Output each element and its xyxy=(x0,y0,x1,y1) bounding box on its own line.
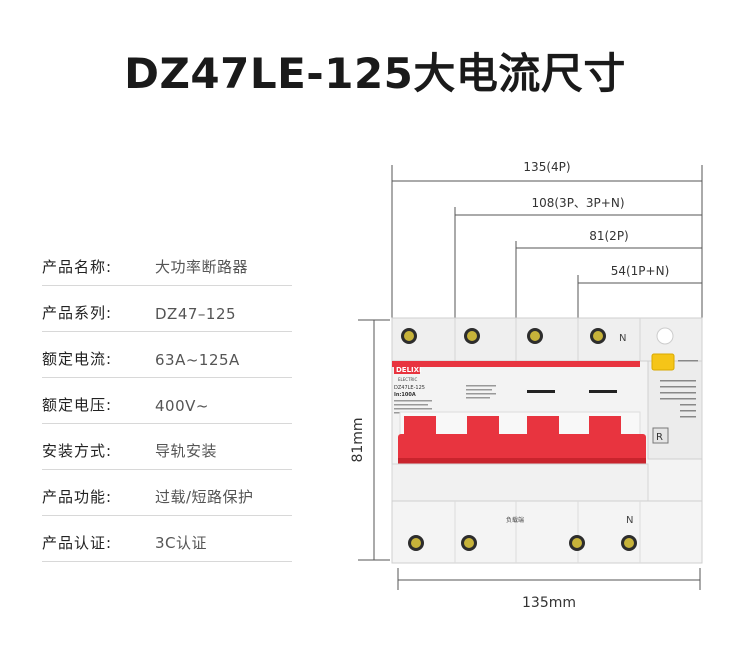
spec-row: 产品功能: 过载/短路保护 xyxy=(42,470,292,516)
load-side-label: 负载端 xyxy=(506,516,524,524)
terminal-icon xyxy=(464,328,480,344)
brand-name: DELIXI xyxy=(396,366,422,374)
terminal-icon xyxy=(461,535,477,551)
spec-label: 额定电流: xyxy=(42,350,113,368)
spec-label: 产品认证: xyxy=(42,534,113,552)
spec-label: 产品系列: xyxy=(42,304,113,322)
test-button[interactable] xyxy=(651,353,675,371)
spec-value: 导轨安装 xyxy=(155,442,218,460)
terminal-icon xyxy=(401,328,417,344)
spec-label: 产品功能: xyxy=(42,488,113,506)
dim-label-3p: 108(3P、3P+N) xyxy=(531,196,624,210)
upper-terminal-block xyxy=(391,317,703,362)
spec-value: 过载/短路保护 xyxy=(155,488,254,506)
dim-label-4p: 135(4P) xyxy=(523,160,570,174)
terminal-icon xyxy=(621,535,637,551)
spec-value: 400V~ xyxy=(155,397,209,415)
spec-row: 产品名称: 大功率断路器 xyxy=(42,243,292,286)
toggle-lever[interactable] xyxy=(398,434,646,462)
spec-row: 额定电流: 63A~125A xyxy=(42,332,292,378)
spec-value: 63A~125A xyxy=(155,351,240,369)
spec-label: 安装方式: xyxy=(42,442,113,460)
spec-row: 产品认证: 3C认证 xyxy=(42,516,292,562)
brand-logo xyxy=(394,364,420,374)
spec-label: 产品名称: xyxy=(42,258,113,276)
spec-label: 额定电压: xyxy=(42,396,113,414)
brand-sub: ELECTRIC xyxy=(398,377,417,382)
terminal-icon xyxy=(590,328,606,344)
model-label: DZ47LE-125 xyxy=(394,385,425,391)
spec-value: DZ47–125 xyxy=(155,305,237,323)
neutral-mark: N xyxy=(619,333,626,344)
dim-label-2p: 81(2P) xyxy=(589,229,629,243)
neutral-mark: N xyxy=(626,515,633,526)
spec-row: 产品系列: DZ47–125 xyxy=(42,286,292,332)
page-title: DZ47LE-125大电流尺寸 xyxy=(124,49,626,98)
breaker-device: N DELIXI ELECTRIC DZ47LE-125 In:100A xyxy=(391,317,703,564)
reset-mark: R xyxy=(656,432,663,443)
spec-row: 安装方式: 导轨安装 xyxy=(42,424,292,470)
dim-label-height: 81mm xyxy=(350,417,366,462)
terminal-icon xyxy=(527,328,543,344)
rcd-terminal-icon xyxy=(656,327,674,345)
dim-label-width: 135mm xyxy=(522,595,576,611)
terminal-icon xyxy=(408,535,424,551)
rating-label: In:100A xyxy=(394,392,416,398)
dimension-lines xyxy=(358,165,703,590)
reset-button[interactable] xyxy=(652,427,669,444)
spec-table: 产品名称: 大功率断路器 产品系列: DZ47–125 额定电流: 63A~12… xyxy=(42,243,292,562)
rcd-fine-print xyxy=(660,360,698,418)
spec-value: 大功率断路器 xyxy=(155,258,249,276)
spec-row: 额定电压: 400V~ xyxy=(42,378,292,424)
terminal-icon xyxy=(569,535,585,551)
dim-label-1p: 54(1P+N) xyxy=(611,264,670,278)
lower-terminal-block xyxy=(391,500,703,564)
spec-value: 3C认证 xyxy=(155,534,208,552)
